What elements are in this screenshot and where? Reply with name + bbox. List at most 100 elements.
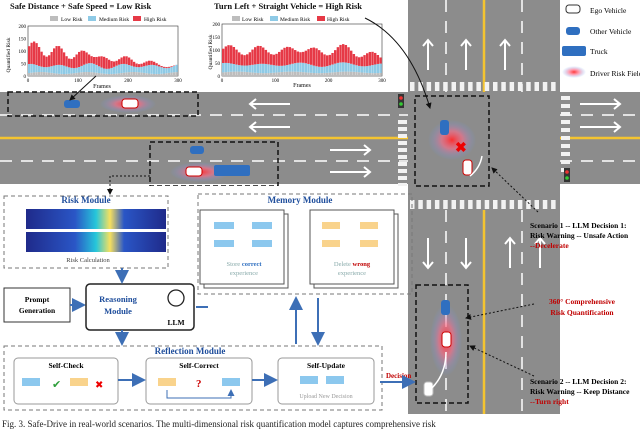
bar-segment — [55, 46, 58, 66]
bar-segment — [50, 51, 53, 67]
bar-segment — [275, 53, 278, 66]
svg-text:Medium Risk: Medium Risk — [99, 17, 129, 23]
bar-segment — [294, 63, 297, 72]
ego-vehicle-icon — [121, 98, 139, 109]
risk-field-icon — [562, 66, 586, 78]
bar-segment — [123, 72, 126, 76]
bar-segment — [360, 66, 364, 73]
bar-segment — [73, 57, 76, 69]
bar-segment — [358, 57, 361, 66]
bar-segment — [110, 61, 113, 68]
svg-text:Ego Vehicle: Ego Vehicle — [590, 6, 627, 15]
bar-segment — [133, 61, 136, 67]
crosswalk-stripe — [434, 200, 440, 209]
crosswalk-stripe — [468, 200, 473, 209]
svg-text:Store correct: Store correct — [226, 261, 262, 268]
bar-segment — [85, 52, 88, 64]
bar-segment — [243, 71, 246, 76]
scenario-1-annotation: Scenario 1 -- LLM Decision 1: Risk Warni… — [491, 167, 629, 250]
crosswalk-stripe — [398, 155, 407, 159]
x-axis-label: Frames — [293, 83, 311, 89]
bar-segment — [246, 72, 249, 76]
bar-segment — [318, 50, 321, 67]
bar-segment — [307, 49, 310, 64]
bar-segment — [160, 73, 163, 76]
crosswalk-stripe — [459, 200, 465, 209]
bar-segment — [328, 65, 332, 73]
crosswalk-stripe — [398, 134, 407, 138]
bar-segment — [38, 65, 41, 73]
bar-segment — [135, 67, 138, 73]
bar-segment — [98, 73, 101, 76]
y-tick-label: 200 — [19, 25, 27, 30]
svg-text:Memory Module: Memory Module — [268, 195, 333, 205]
bar-segment — [145, 73, 148, 76]
crosswalk-stripe — [443, 200, 448, 209]
bar-segment — [88, 63, 91, 73]
bar-segment — [63, 52, 66, 66]
svg-text:Other Vehicle: Other Vehicle — [590, 27, 632, 36]
bar-segment — [267, 64, 270, 74]
bar-segment — [155, 73, 158, 76]
svg-text:Scenario 2 -- LLM Decision 2:: Scenario 2 -- LLM Decision 2: — [530, 377, 626, 386]
bar-segment — [78, 51, 81, 67]
bar-segment — [130, 59, 133, 66]
bar-segment — [222, 72, 225, 76]
crosswalk-stripe — [476, 200, 481, 209]
bar-segment — [240, 71, 244, 76]
crosswalk-stripe — [493, 82, 498, 91]
svg-text:?: ? — [196, 378, 202, 390]
bar-segment — [148, 73, 151, 76]
bar-segment — [100, 67, 103, 74]
bar-segment — [48, 55, 51, 67]
scenario-box-top — [7, 91, 199, 117]
bar-segment — [128, 64, 131, 73]
bar-segment — [175, 72, 178, 76]
bar-segment — [286, 71, 289, 76]
bar-segment — [103, 73, 106, 76]
bar-segment — [278, 51, 281, 66]
bar-segment — [248, 72, 252, 76]
bar-segment — [80, 65, 83, 73]
svg-text:Risk Module: Risk Module — [61, 195, 110, 205]
bar-segment — [45, 67, 48, 73]
svg-text:Low Risk: Low Risk — [61, 17, 83, 23]
crosswalk-stripe — [551, 200, 556, 209]
bar-segment — [143, 66, 146, 73]
bar-segment — [302, 51, 305, 63]
bar-segment — [140, 66, 143, 73]
y-tick-label: 0 — [24, 75, 27, 80]
bar-segment — [224, 62, 228, 73]
bar-segment — [326, 55, 329, 67]
bar-segment — [103, 68, 106, 74]
ego-vehicle-icon — [565, 4, 581, 14]
bar-segment — [350, 50, 353, 64]
svg-text:Risk Warning -- Unsafe Action: Risk Warning -- Unsafe Action — [530, 231, 629, 240]
bar-segment — [352, 64, 356, 72]
bar-segment — [368, 65, 372, 74]
svg-text:Self-Update: Self-Update — [307, 361, 346, 370]
bar-segment — [58, 64, 61, 74]
bar-segment — [80, 72, 83, 76]
chart-top-left: Safe Distance + Safe Speed = Low Risk Lo… — [5, 1, 182, 90]
bar-segment — [259, 63, 262, 74]
bar-segment — [238, 52, 241, 66]
bar-segment — [232, 47, 236, 65]
bar-segment — [371, 73, 374, 76]
svg-text:--Turn right: --Turn right — [530, 397, 569, 406]
bar-segment — [312, 47, 316, 66]
svg-text:Reasoning: Reasoning — [99, 294, 138, 304]
bar-segment — [296, 62, 300, 72]
bar-segment — [358, 65, 361, 73]
bar-segment — [155, 63, 158, 66]
bar-segment — [222, 63, 225, 73]
bar-segment — [165, 73, 168, 76]
crosswalk-stripe — [451, 200, 456, 209]
bar-segment — [227, 71, 230, 76]
bar-segment — [85, 63, 88, 73]
bar-segment — [336, 62, 340, 72]
bar-segment — [103, 56, 106, 69]
bar-segment — [283, 65, 286, 72]
crosswalk-stripe — [434, 82, 440, 91]
